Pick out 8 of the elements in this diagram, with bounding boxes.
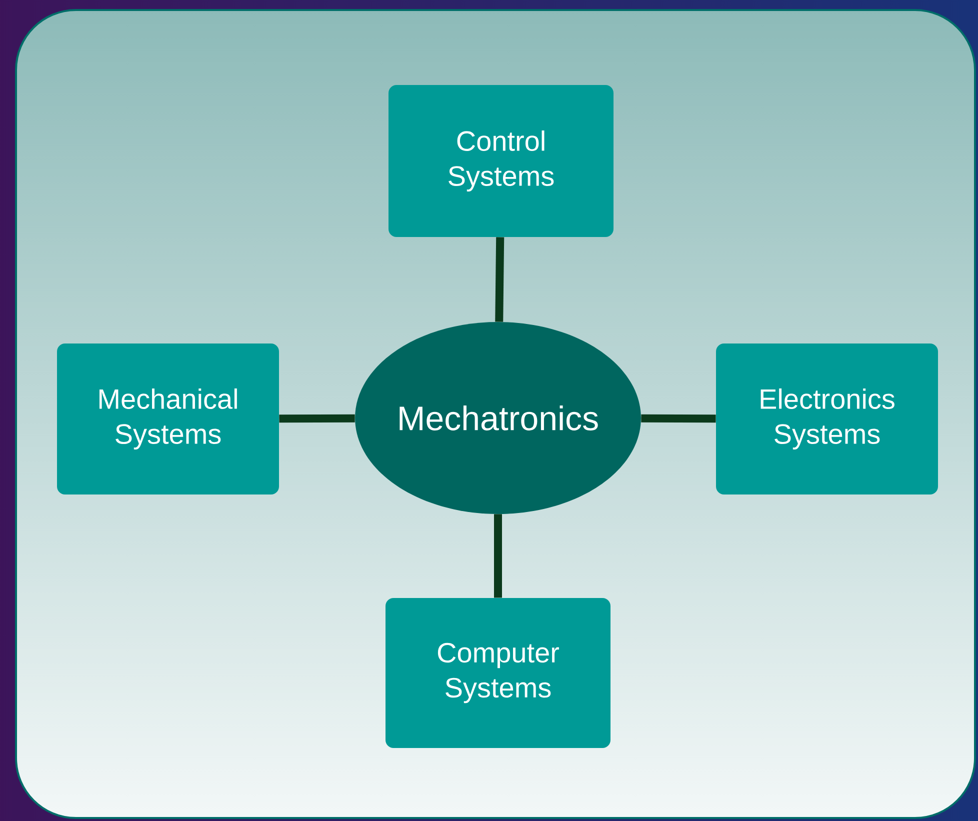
connector-line — [279, 414, 355, 423]
connector-line — [641, 414, 716, 423]
system-box: Mechanical Systems — [57, 343, 279, 494]
connector-line — [495, 237, 504, 322]
system-box: Electronics Systems — [716, 343, 938, 494]
connector-line — [494, 514, 502, 598]
system-box: Control Systems — [388, 85, 614, 237]
system-box: Computer Systems — [386, 598, 610, 748]
